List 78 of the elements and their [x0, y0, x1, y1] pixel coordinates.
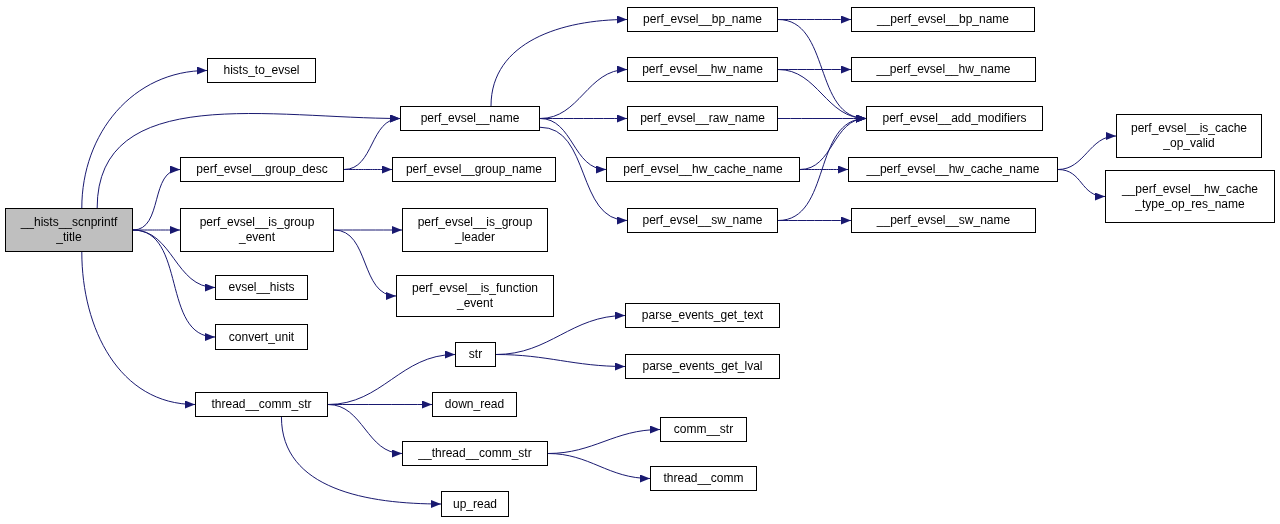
function-box [180, 208, 334, 252]
function-name: __perf_evsel__hw_name [876, 62, 1011, 77]
function-box [660, 417, 747, 442]
function-name: __perf_evsel__hw_cache _type_op_res_name [1120, 181, 1260, 212]
function-name: thread__comm [663, 471, 744, 486]
function-box [848, 157, 1058, 182]
call-arrow [132, 167, 181, 231]
function-name: perf_evsel__hw_cache_name [623, 162, 783, 177]
function-box [627, 106, 778, 131]
function-box [851, 208, 1036, 233]
function-box [402, 208, 548, 252]
function-box [215, 324, 308, 350]
function-box [455, 342, 496, 367]
call-arrow [490, 15, 628, 107]
function-box [851, 57, 1036, 82]
function-name: parse_events_get_lval [642, 359, 763, 374]
function-name: perf_evsel__bp_name [643, 12, 762, 27]
function-box [650, 466, 757, 491]
function-name: hists_to_evsel [223, 63, 300, 78]
function-box [627, 208, 778, 233]
function-name: __perf_evsel__hw_cache_name [866, 162, 1040, 177]
function-box [866, 106, 1043, 131]
function-name: perf_evsel__add_modifiers [882, 111, 1027, 126]
call-arrow [280, 416, 442, 508]
function-box [627, 7, 778, 32]
function-box [402, 441, 548, 466]
function-name: __perf_evsel__bp_name [876, 12, 1010, 27]
function-name: perf_evsel__is_group _event [198, 215, 316, 245]
function-name: str [468, 347, 483, 362]
call-arrow [343, 165, 393, 174]
function-box [195, 392, 328, 417]
call-arrow [539, 118, 607, 173]
call-arrow [132, 229, 216, 340]
highlighted-function-box [5, 208, 133, 252]
function-name: perf_evsel__hw_name [642, 62, 763, 77]
function-box [392, 157, 556, 182]
call-arrow [327, 404, 403, 457]
function-box [441, 491, 509, 517]
function-box [400, 106, 540, 131]
function-box [1105, 170, 1275, 223]
function-box [215, 275, 308, 300]
function-name: __perf_evsel__sw_name [876, 213, 1011, 228]
function-box [625, 303, 780, 328]
function-name: perf_evsel__name [420, 111, 520, 126]
function-name: up_read [452, 496, 497, 512]
function-name: perf_evsel__group_desc [196, 162, 328, 177]
function-name: __thread__comm_str [418, 446, 532, 461]
function-name: convert_unit [228, 329, 295, 345]
function-box [625, 354, 780, 379]
call-arrow [81, 67, 208, 209]
call-arrow [81, 251, 196, 408]
function-box [851, 7, 1035, 32]
function-box [1116, 114, 1262, 158]
function-box [180, 157, 344, 182]
call-arrow [799, 165, 849, 174]
call-arrow [777, 216, 852, 225]
function-name: thread__comm_str [211, 397, 312, 412]
function-box [432, 392, 517, 417]
function-name: perf_evsel__is_cache _op_valid [1129, 121, 1249, 151]
call-arrow [1057, 169, 1106, 200]
function-name: perf_evsel__raw_name [640, 111, 765, 126]
function-name: perf_evsel__is_group _leader [416, 215, 534, 245]
call-arrow [333, 229, 397, 299]
function-name: perf_evsel__group_name [405, 162, 543, 177]
call-arrow [547, 453, 651, 482]
function-name: perf_evsel__is_function _event [410, 281, 540, 311]
function-name: parse_events_get_text [641, 308, 764, 323]
function-name: comm__str [673, 422, 734, 437]
function-box [606, 157, 800, 182]
function-name: __hists__scnprintf _title [19, 215, 119, 245]
function-name: down_read [444, 397, 505, 412]
function-name: evsel__hists [228, 280, 295, 295]
function-name: perf_evsel__sw_name [642, 213, 763, 228]
function-box [627, 57, 778, 82]
function-box [207, 58, 316, 83]
function-box [396, 275, 554, 317]
call-arrow [539, 126, 628, 223]
call-arrow [495, 354, 626, 371]
